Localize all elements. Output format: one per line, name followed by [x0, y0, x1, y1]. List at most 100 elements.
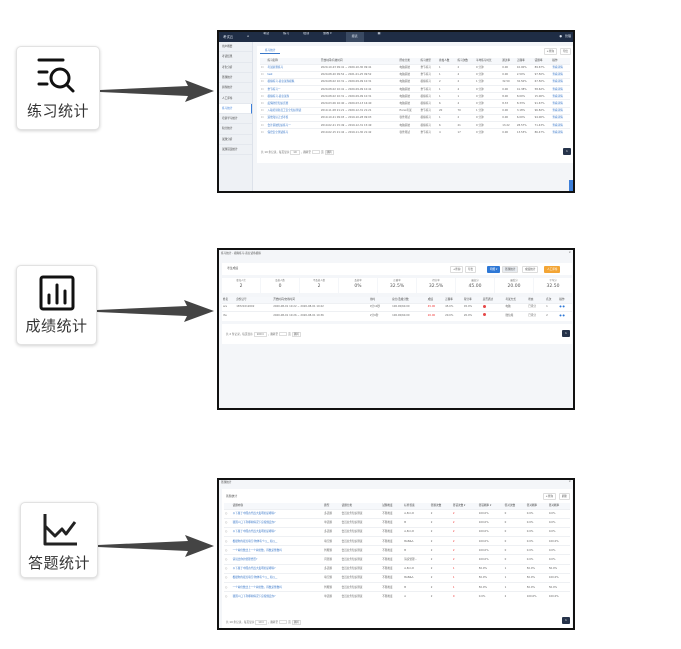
- column-header[interactable]: 试题内容: [231, 503, 324, 509]
- row-checkbox[interactable]: ○: [224, 572, 232, 583]
- table-cell[interactable]: 查看详情: [551, 120, 570, 129]
- table-cell[interactable]: 入职培训新员工安全知识测试: [266, 106, 320, 115]
- column-header[interactable]: 标准答案: [403, 503, 430, 509]
- table-cell[interactable]: ● ●: [558, 302, 572, 311]
- search-button[interactable]: +查询: [450, 266, 464, 274]
- page-input[interactable]: [279, 332, 288, 336]
- refresh-button[interactable]: 刷新: [558, 493, 570, 501]
- column-header[interactable]: 正确率: [444, 297, 463, 303]
- column-header[interactable]: 答对概率: [547, 503, 570, 509]
- table-cell[interactable]: 章节练习一: [266, 85, 320, 93]
- sidebar-item[interactable]: 试题错误统计: [219, 145, 252, 156]
- search-button[interactable]: +查询: [543, 48, 557, 56]
- table-cell[interactable]: 查看详情: [551, 63, 570, 72]
- go-button[interactable]: 跳转: [324, 150, 334, 155]
- table-cell[interactable]: 查看详情: [551, 99, 570, 108]
- table-cell[interactable]: 查看详情: [551, 92, 570, 100]
- column-header[interactable]: 状态: [527, 297, 546, 303]
- row-checkbox[interactable]: ○: [224, 563, 232, 574]
- row-checkbox[interactable]: ○: [224, 526, 232, 537]
- nav-item[interactable]: 考试: [263, 31, 270, 36]
- search-button[interactable]: +查询: [542, 493, 556, 501]
- table-cell[interactable]: 查看详情: [551, 77, 570, 86]
- table-cell[interactable]: ● ●: [558, 310, 572, 319]
- user-name[interactable]: 管理: [564, 34, 571, 39]
- table-cell[interactable]: 查看详情: [551, 106, 570, 115]
- row-checkbox[interactable]: ☐: [260, 70, 267, 79]
- table-cell[interactable]: 我国人口下列哪种情况下应按规定办?: [231, 591, 324, 601]
- side-float-button[interactable]: [569, 180, 573, 191]
- sidebar-item[interactable]: 练习统计: [219, 103, 252, 115]
- nav-item[interactable]: 练习: [283, 31, 290, 36]
- table-cell[interactable]: 模拟练习-商业试卷模拟: [266, 77, 320, 86]
- table-cell[interactable]: 考试前测练习: [266, 63, 320, 72]
- table-cell[interactable]: 以下属于中国古代四大发明的是哪些?: [231, 508, 324, 519]
- column-header[interactable]: 身份证号: [235, 297, 273, 303]
- row-checkbox[interactable]: ☐: [260, 99, 267, 108]
- column-header[interactable]: 考试方式: [504, 297, 528, 303]
- export-button[interactable]: 导出: [465, 266, 477, 274]
- column-header[interactable]: 开始时间/交卷时间: [272, 297, 369, 303]
- sidebar-item[interactable]: 试题分析: [219, 135, 252, 145]
- column-header[interactable]: 试题难度: [381, 503, 404, 509]
- table-cell[interactable]: 0.0%: [547, 508, 570, 519]
- row-checkbox[interactable]: ☐: [260, 63, 267, 72]
- user-icon[interactable]: ●: [559, 34, 562, 39]
- table-cell[interactable]: 100.0%: [547, 591, 570, 601]
- sidebar-item[interactable]: 人工评卷: [219, 93, 252, 104]
- column-header[interactable]: 试题分类: [340, 503, 382, 509]
- row-checkbox[interactable]: ☐: [260, 128, 267, 136]
- table-cell[interactable]: 0.0%: [547, 517, 570, 528]
- column-header[interactable]: 错题率: [533, 58, 552, 64]
- table-cell[interactable]: 根据你的观点填空:物体有个()__ 和()__: [231, 572, 324, 583]
- column-header[interactable]: 答错次数 ▾: [451, 503, 478, 509]
- close-icon[interactable]: ×: [568, 250, 571, 254]
- table-cell[interactable]: 查看详情: [551, 70, 570, 79]
- detail-button[interactable]: 明细 ▾: [487, 266, 501, 274]
- row-checkbox[interactable]: ○: [224, 554, 232, 565]
- page-input[interactable]: [279, 620, 288, 624]
- column-header[interactable]: 正确率: [515, 58, 534, 64]
- column-header[interactable]: 练习次数: [456, 58, 475, 64]
- row-checkbox[interactable]: ☐: [260, 77, 267, 86]
- table-cell[interactable]: 以下属于中国古代四大发明的是哪些?: [231, 563, 324, 574]
- column-header[interactable]: 答对次数: [503, 503, 526, 509]
- table-cell[interactable]: 查看详情: [551, 128, 570, 136]
- column-header[interactable]: [260, 58, 267, 64]
- row-checkbox[interactable]: ☐: [260, 85, 267, 93]
- column-header[interactable]: 练习名称: [266, 58, 320, 64]
- row-checkbox[interactable]: ○: [224, 545, 232, 555]
- answer-stats-button[interactable]: 答题统计: [502, 266, 519, 274]
- column-header[interactable]: 参加人数: [438, 58, 457, 64]
- row-checkbox[interactable]: ○: [224, 581, 232, 592]
- manual-grading-button[interactable]: 人工评卷: [544, 266, 561, 274]
- home-icon[interactable]: ⌂: [247, 34, 250, 39]
- column-header[interactable]: 答错概率 ▾: [477, 503, 504, 509]
- page-input[interactable]: [311, 150, 320, 154]
- table-cell[interactable]: lhs: [222, 310, 236, 319]
- page-size-select[interactable]: 10 ▾: [255, 620, 267, 625]
- row-checkbox[interactable]: ○: [224, 591, 232, 601]
- row-checkbox[interactable]: ○: [224, 508, 232, 519]
- table-cell[interactable]: 100.0%: [547, 572, 570, 583]
- column-header[interactable]: 所在分类: [398, 58, 420, 64]
- page-size-select[interactable]: 10: [290, 150, 300, 155]
- table-cell[interactable]: 会计基础知识练习一: [266, 120, 320, 129]
- column-header[interactable]: 开放时间/有效时间: [319, 58, 399, 64]
- export-button[interactable]: 导出: [559, 48, 571, 56]
- table-cell[interactable]: 50.0%: [547, 563, 570, 574]
- column-header[interactable]: 练习类型: [419, 58, 438, 64]
- table-cell[interactable]: 0.0%: [547, 545, 570, 555]
- score-stats-button[interactable]: 成绩统计: [522, 266, 539, 274]
